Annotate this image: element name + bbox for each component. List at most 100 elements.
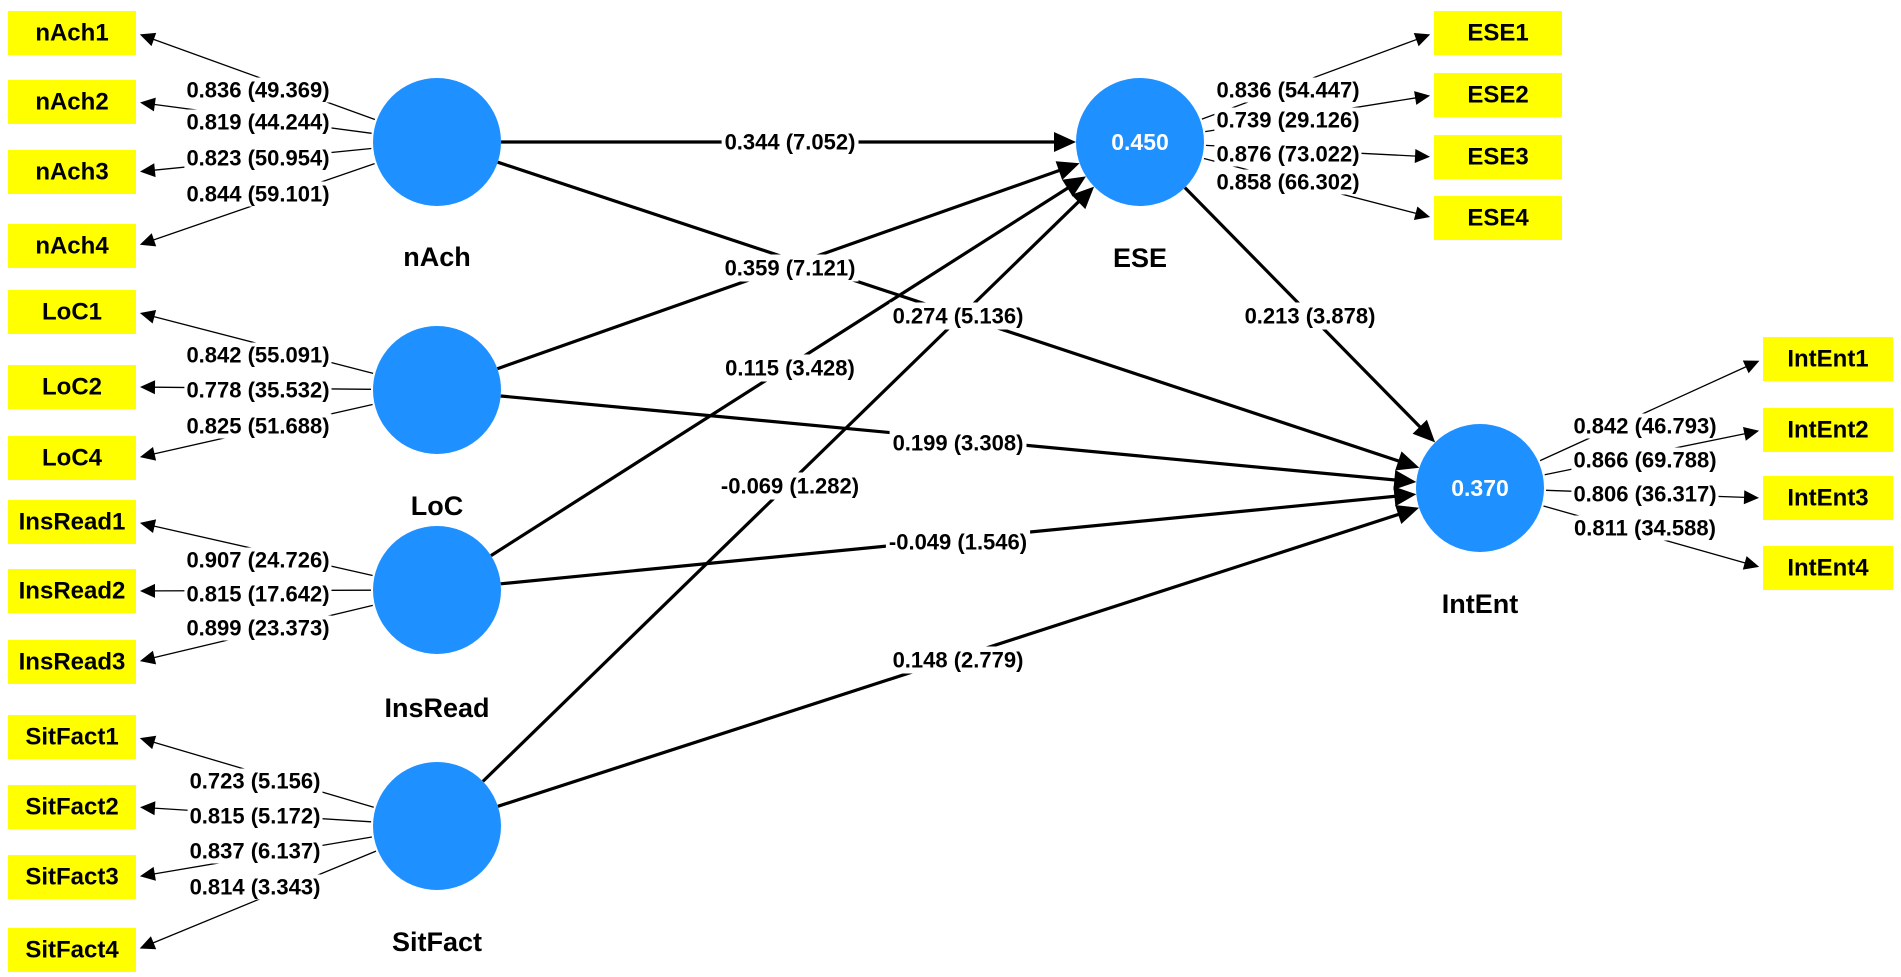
indicator-box [8, 640, 136, 684]
loading-label: 0.811 (34.588) [1572, 515, 1718, 541]
indicator-loc4: LoC4 [8, 436, 136, 480]
indicator-nach1: nAch1 [8, 11, 136, 55]
indicator-nach3: nAch3 [8, 150, 136, 194]
loading-text: 0.811 (34.588) [1574, 516, 1716, 541]
construct-label: IntEnt [1442, 589, 1518, 619]
indicator-loc1: LoC1 [8, 290, 136, 334]
construct-label: SitFact [392, 927, 482, 957]
loading-text: 0.778 (35.532) [186, 378, 329, 403]
indicator-sitfact4: SitFact4 [8, 928, 136, 972]
loading-arrowhead-intent1 [1742, 360, 1760, 374]
loading-arrowhead-nach3 [140, 163, 156, 178]
loading-text: 0.844 (59.101) [186, 182, 329, 207]
loading-text: 0.815 (5.172) [190, 804, 321, 829]
loading-label: 0.837 (6.137) [187, 838, 323, 864]
indicator-label: ESE3 [1467, 144, 1528, 171]
indicator-label: IntEnt2 [1787, 417, 1868, 444]
loading-label: 0.842 (55.091) [184, 342, 332, 368]
indicator-box [8, 436, 136, 480]
loading-arrowhead-intent4 [1742, 556, 1760, 570]
loading-arrowhead-intent2 [1743, 427, 1760, 441]
arrowhead-loc-to-ese [1055, 161, 1080, 180]
loading-text: 0.907 (24.726) [186, 548, 329, 573]
loading-arrowhead-loc1 [139, 310, 157, 324]
loading-arrowhead-sitfact4 [139, 936, 157, 950]
construct-circle [1416, 424, 1544, 552]
path-coefficient-label: 0.344 (7.052) [721, 128, 859, 156]
loading-arrowhead-nach2 [140, 97, 156, 112]
label-background [184, 377, 332, 403]
construct-loc: LoC [373, 326, 501, 521]
construct-circle [373, 526, 501, 654]
path-coefficient-label: -0.069 (1.282) [717, 472, 863, 500]
loading-label: 0.823 (50.954) [184, 145, 332, 171]
label-background [889, 646, 1027, 674]
label-background [1241, 302, 1379, 330]
construct-circle [373, 326, 501, 454]
loading-arrowhead-intent3 [1743, 490, 1759, 505]
indicator-intent3: IntEnt3 [1763, 476, 1893, 520]
path-coefficient-label: 0.199 (3.308) [889, 429, 1027, 457]
label-background [187, 838, 323, 864]
loading-label: 0.836 (49.369) [184, 77, 332, 103]
loading-text: 0.842 (55.091) [186, 343, 329, 368]
label-background [187, 803, 323, 829]
loading-label: 0.844 (59.101) [184, 181, 332, 207]
arrowhead-sitfact-to-intent [1395, 505, 1420, 524]
label-background [722, 354, 858, 382]
loading-text: 0.823 (50.954) [186, 146, 329, 171]
loading-label: 0.876 (73.022) [1214, 141, 1362, 167]
indicator-label: LoC2 [42, 374, 102, 401]
construct-label: ESE [1113, 243, 1167, 273]
arrowhead-insread-to-intent [1393, 486, 1417, 507]
path-coefficient-text: 0.359 (7.121) [725, 256, 856, 281]
indicator-box [1763, 408, 1893, 452]
label-background [184, 547, 332, 573]
path-coefficient-label: 0.148 (2.779) [889, 646, 1027, 674]
indicator-intent4: IntEnt4 [1763, 546, 1893, 590]
label-background [889, 429, 1027, 457]
label-background [184, 413, 332, 439]
indicator-ese4: ESE4 [1434, 196, 1562, 240]
loading-label: 0.739 (29.126) [1214, 107, 1362, 133]
loading-arrowhead-nach4 [139, 233, 157, 247]
indicator-box [8, 150, 136, 194]
construct-insread: InsRead [373, 526, 501, 723]
loading-arrowhead-loc2 [140, 380, 156, 395]
indicator-label: SitFact1 [25, 724, 118, 751]
indicator-box [8, 290, 136, 334]
label-background [1571, 413, 1719, 439]
arrowhead-nach-to-intent [1395, 451, 1420, 471]
loading-label: 0.825 (51.688) [184, 413, 332, 439]
indicator-intent2: IntEnt2 [1763, 408, 1893, 452]
label-background [187, 874, 323, 900]
loading-label: 0.778 (35.532) [184, 377, 332, 403]
loading-text: 0.842 (46.793) [1573, 414, 1716, 439]
loading-text: 0.806 (36.317) [1573, 482, 1716, 507]
path-coefficient-text: -0.049 (1.546) [889, 530, 1027, 555]
construct-label: InsRead [384, 693, 489, 723]
loading-arrowhead-sitfact3 [139, 866, 156, 881]
indicator-box [1434, 196, 1562, 240]
loading-arrowhead-sitfact2 [140, 801, 156, 816]
label-background [885, 528, 1031, 556]
indicator-label: ESE4 [1467, 205, 1529, 232]
indicator-label: nAch4 [35, 233, 109, 260]
indicator-ese2: ESE2 [1434, 73, 1562, 117]
label-background [721, 128, 859, 156]
indicator-label: InsRead2 [19, 578, 126, 605]
loading-arrowhead-insread1 [139, 519, 157, 533]
loading-arrowhead-sitfact1 [139, 735, 157, 750]
label-background [1214, 141, 1362, 167]
loading-text: 0.899 (23.373) [186, 616, 329, 641]
indicator-box [8, 855, 136, 899]
r-squared-value: 0.370 [1451, 475, 1509, 501]
indicator-label: LoC1 [42, 299, 102, 326]
indicator-nach4: nAch4 [8, 224, 136, 268]
label-background [184, 77, 332, 103]
label-background [717, 472, 863, 500]
construct-circle [373, 78, 501, 206]
indicator-label: SitFact2 [25, 794, 118, 821]
